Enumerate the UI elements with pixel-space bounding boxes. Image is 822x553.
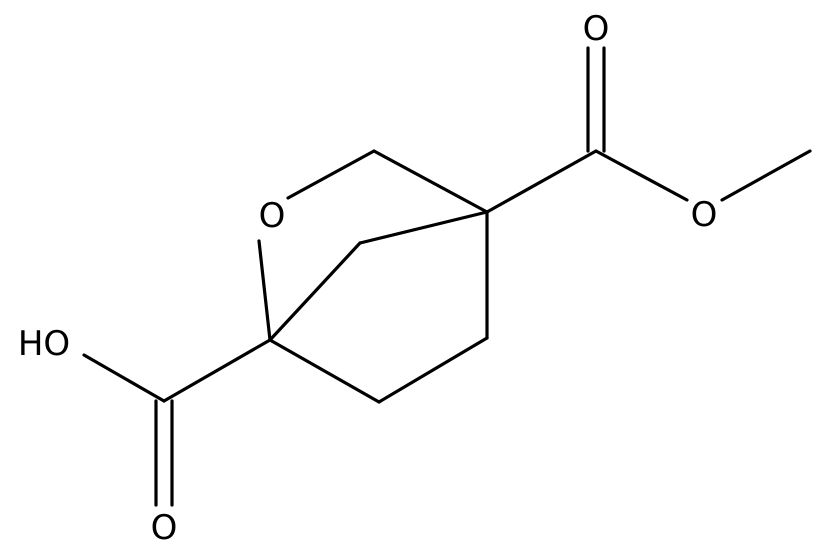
bond-c1-cacid <box>162 338 272 403</box>
bond-c4-c7 <box>358 210 489 245</box>
bond-o2-c3 <box>286 149 376 200</box>
bond-cacid-oh <box>82 353 166 403</box>
ester-oxygen-label: O <box>691 195 718 235</box>
bond-c6-c1 <box>268 338 381 404</box>
bond-c3-c4 <box>372 149 489 214</box>
bond-c5-c6 <box>377 336 489 404</box>
acid-carbonyl-oxygen-label: O <box>151 508 178 548</box>
ester-carbonyl-oxygen-label: O <box>583 9 610 49</box>
bond-c1-o2 <box>257 239 272 342</box>
bond-c7-c1 <box>268 241 362 342</box>
acid-hydroxyl-label: HO <box>18 324 70 364</box>
bond-oester-methyl <box>720 149 812 202</box>
ring-oxygen-label: O <box>259 196 286 236</box>
bond-c4-cester <box>485 149 598 214</box>
bond-cester-oester <box>594 149 689 202</box>
